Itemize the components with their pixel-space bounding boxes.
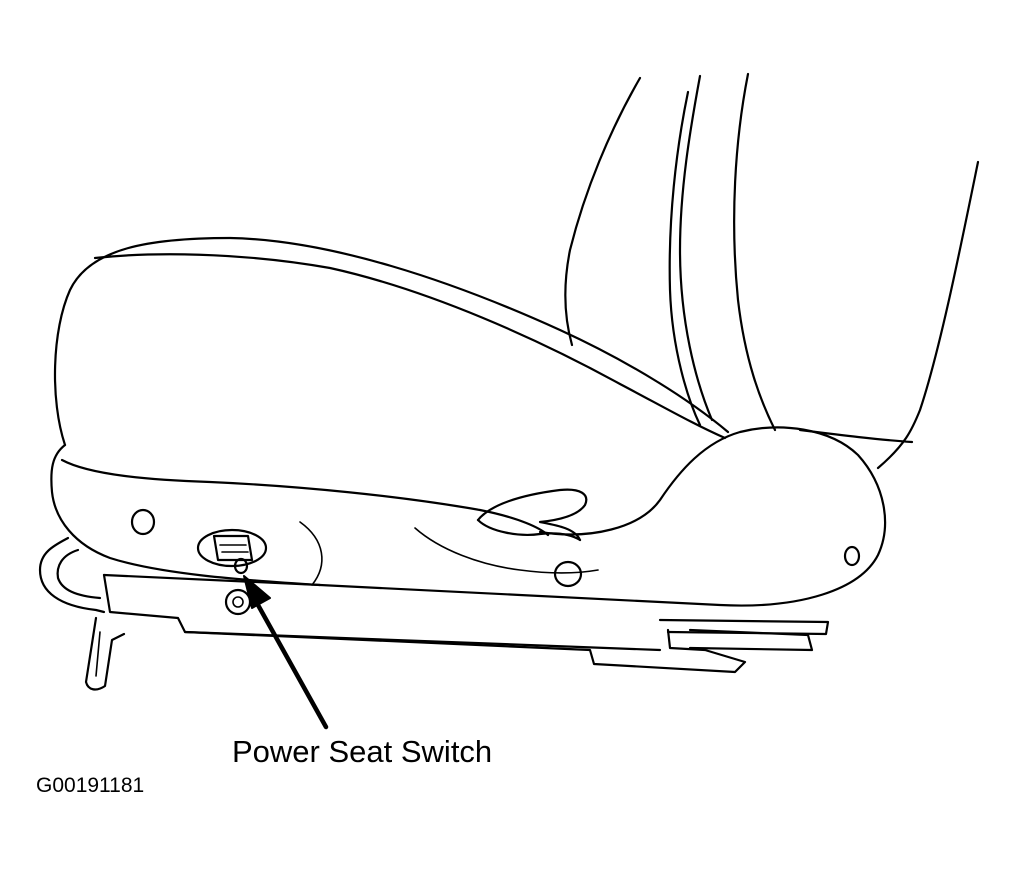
seat-side-trim [50, 426, 887, 607]
figure-id: G00191181 [36, 774, 145, 797]
seat-cushion [53, 236, 730, 447]
power-seat-switch-label: Power Seat Switch [232, 734, 493, 769]
power-seat-switch-icon [196, 528, 268, 575]
seat-back [564, 72, 980, 470]
seat-track [38, 536, 830, 691]
leader-arrow [243, 575, 329, 730]
